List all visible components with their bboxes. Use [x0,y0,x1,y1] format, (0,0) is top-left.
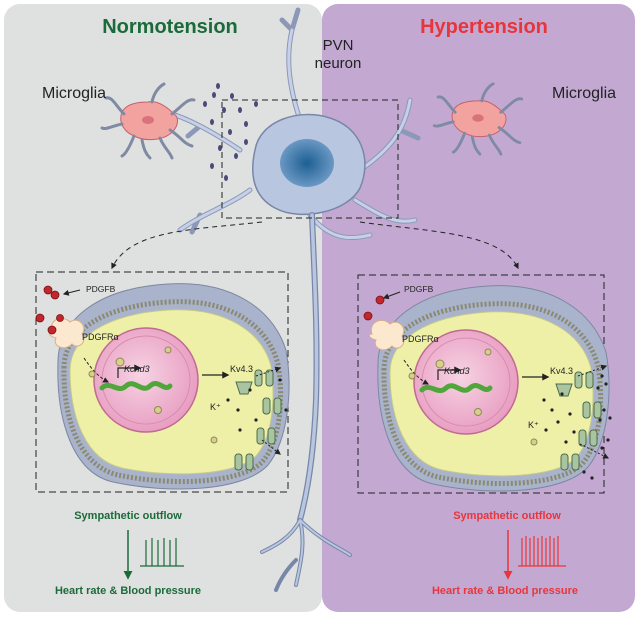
spike-train-right [518,536,566,567]
left-cell [49,284,289,489]
normotension-title: Normotension [102,16,238,38]
gene-label-right: Kcnd3 [444,366,470,376]
secreted-particles [203,83,258,181]
channel-label-left: Kv4.3 [230,364,253,374]
sympathetic-outflow-left: Sympathetic outflow [74,510,182,522]
channel-label-right: Kv4.3 [550,366,573,376]
spike-train-left [140,538,184,567]
gene-label-left: Kcnd3 [124,364,150,374]
neuron-label: neuron [315,55,362,72]
pvn-neuron [172,7,421,592]
pdgfra-label-left: PDGFRα [82,332,119,342]
pdgfra-label-right: PDGFRα [402,334,439,344]
pdgfb-molecules-left [35,285,64,335]
left-cell-box [35,271,289,493]
arrow-to-right-cell [359,221,519,270]
pdgfb-molecules-right [363,295,385,321]
arrow-to-left-cell [111,221,263,270]
microglia-right-label: Microglia [552,85,616,102]
pvn-label: PVN [323,37,354,54]
pdgfb-label-left: PDGFB [86,284,116,294]
pdgfb-label-right: PDGFB [404,284,434,294]
ion-label-left: K⁺ [210,402,221,412]
hypertension-title: Hypertension [420,16,548,38]
microglia-left-label: Microglia [42,85,106,102]
right-cell [369,286,612,491]
neuron-zoom-box [221,99,399,219]
heart-rate-bp-right: Heart rate & Blood pressure [432,585,578,597]
ion-label-right: K⁺ [528,420,539,430]
sympathetic-outflow-right: Sympathetic outflow [453,510,561,522]
heart-rate-bp-left: Heart rate & Blood pressure [55,585,201,597]
